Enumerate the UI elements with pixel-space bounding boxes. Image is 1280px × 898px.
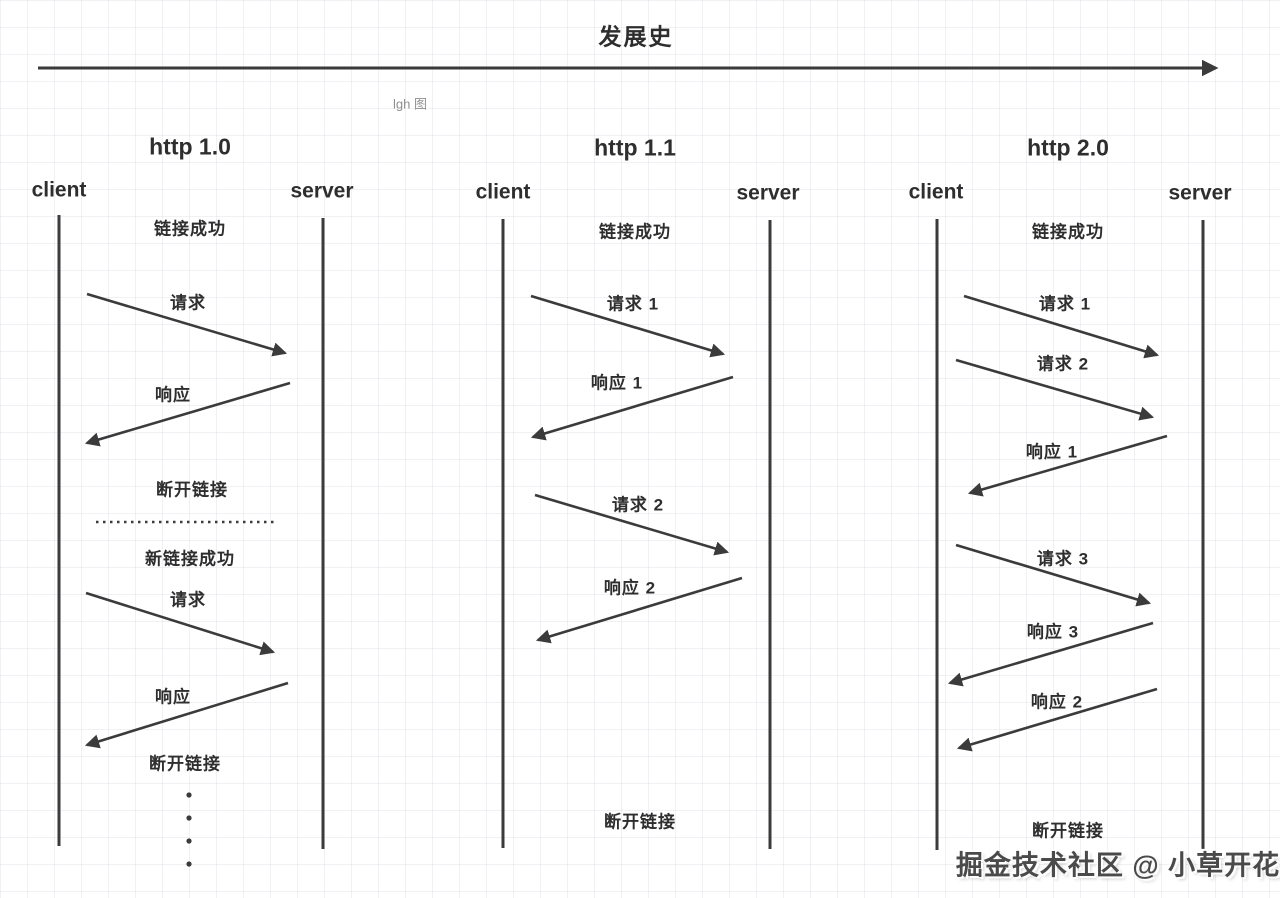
http20-response-arrow-3 bbox=[947, 621, 1154, 687]
http10-request-arrow-1 bbox=[86, 292, 288, 357]
client-label-http11: client bbox=[475, 180, 531, 204]
http20-response-label-1: 响应 1 bbox=[1025, 442, 1079, 462]
server-label-http11: server bbox=[736, 181, 800, 205]
http10-response-arrow-1 bbox=[84, 381, 291, 447]
column-title-http10: http 1.0 bbox=[149, 133, 231, 160]
http20-request-arrow-2 bbox=[955, 358, 1155, 421]
server-label-http20: server bbox=[1168, 181, 1232, 205]
http10-request-label-1: 请求 bbox=[170, 293, 206, 313]
page-title: 发展史 bbox=[598, 23, 674, 50]
http10-request-label-2: 请求 bbox=[170, 590, 206, 610]
http10-response-label-1: 响应 bbox=[155, 385, 191, 405]
http20-request-arrow-3 bbox=[955, 543, 1152, 607]
http20-status-disconnect: 断开链接 bbox=[1032, 821, 1104, 841]
column-title-http20: http 2.0 bbox=[1027, 134, 1109, 161]
http20-request-arrow-1 bbox=[963, 294, 1160, 359]
http20-response-arrow-2 bbox=[956, 687, 1158, 752]
http10-response-arrow-2 bbox=[84, 681, 289, 749]
http20-response-label-2: 响应 2 bbox=[1030, 692, 1084, 712]
http10-ellipsis-dot bbox=[186, 838, 192, 844]
http10-ellipsis-dot bbox=[186, 861, 192, 867]
http10-status-disconnect-1: 断开链接 bbox=[156, 480, 228, 500]
http20-request-label-1: 请求 1 bbox=[1038, 294, 1092, 314]
http10-status-disconnect-2: 断开链接 bbox=[149, 754, 221, 774]
http11-response-label-1: 响应 1 bbox=[590, 373, 644, 393]
http11-status-disconnect: 断开链接 bbox=[604, 812, 676, 832]
http11-request-label-2: 请求 2 bbox=[611, 495, 665, 515]
client-label-http20: client bbox=[908, 180, 964, 204]
client-label-http10: client bbox=[31, 178, 87, 202]
http11-response-label-2: 响应 2 bbox=[603, 578, 657, 598]
http10-ellipsis-dot bbox=[186, 815, 192, 821]
http10-status-connected: 链接成功 bbox=[154, 219, 226, 239]
http11-status-connected: 链接成功 bbox=[599, 222, 671, 242]
http10-ellipsis-dot bbox=[186, 792, 192, 798]
http20-request-label-2: 请求 2 bbox=[1036, 354, 1090, 374]
watermark: 掘金技术社区 @ 小草开花 bbox=[955, 850, 1280, 881]
http20-request-label-3: 请求 3 bbox=[1036, 549, 1090, 569]
http20-response-label-3: 响应 3 bbox=[1026, 622, 1080, 642]
http11-response-arrow-2 bbox=[535, 576, 743, 644]
http11-request-label-1: 请求 1 bbox=[606, 294, 660, 314]
author-note: lgh 图 bbox=[393, 96, 427, 112]
server-label-http10: server bbox=[290, 179, 354, 203]
http20-response-arrow-1 bbox=[967, 434, 1168, 497]
http10-request-arrow-2 bbox=[85, 591, 276, 656]
http11-request-arrow-2 bbox=[534, 493, 730, 556]
http20-status-connected: 链接成功 bbox=[1032, 222, 1104, 242]
http10-status-reconnected: 新链接成功 bbox=[145, 549, 235, 569]
http10-response-label-2: 响应 bbox=[155, 687, 191, 707]
http11-request-arrow-1 bbox=[530, 294, 726, 358]
column-title-http11: http 1.1 bbox=[594, 134, 676, 161]
http11-response-arrow-1 bbox=[530, 375, 734, 441]
